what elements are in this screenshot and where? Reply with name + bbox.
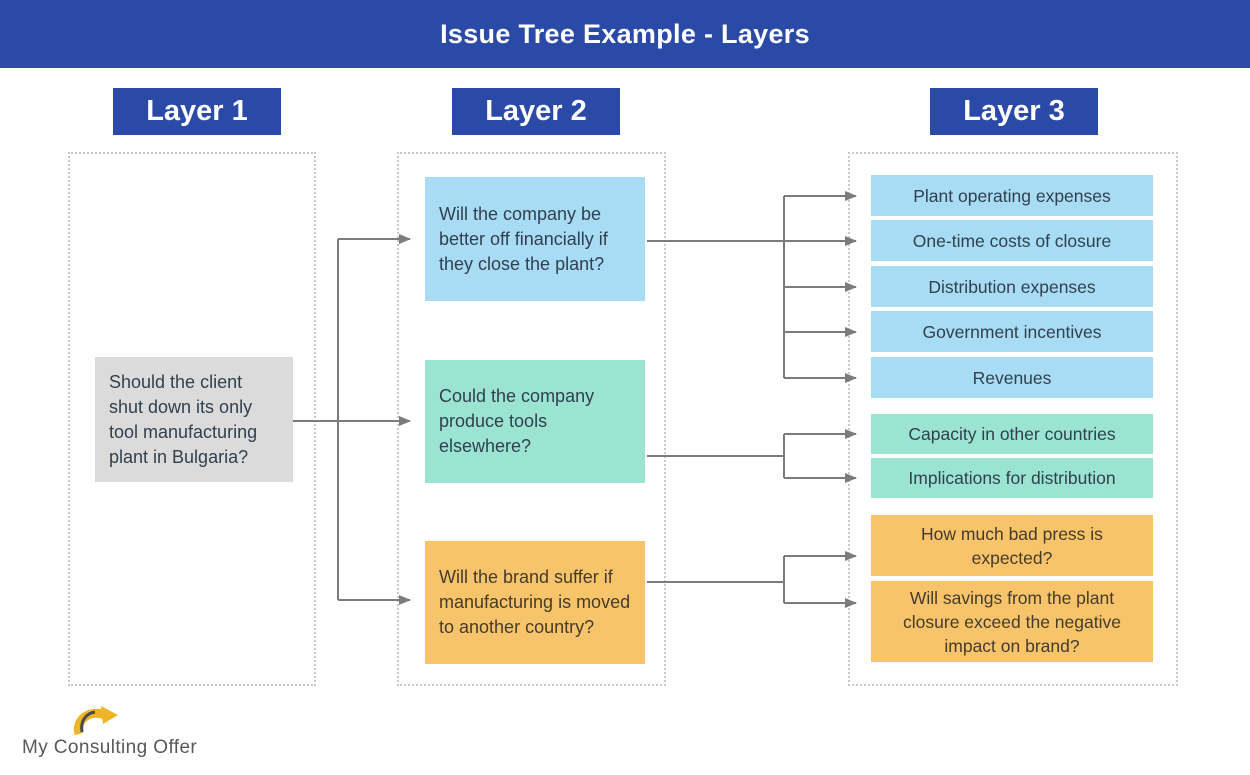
brand-name: My Consulting Offer	[22, 737, 198, 758]
layer-1-header: Layer 1	[113, 88, 281, 135]
title-banner: Issue Tree Example - Layers	[0, 0, 1250, 68]
layer-2-column	[397, 152, 666, 686]
root-question-box: Should the client shut down its only too…	[95, 357, 293, 482]
layer3-item-revenues: Revenues	[871, 357, 1153, 398]
layer3-item-bad-press: How much bad press is expected?	[871, 515, 1153, 576]
layer3-item-savings-vs-brand: Will savings from the plant closure exce…	[871, 581, 1153, 662]
layer3-item-one-time-costs: One-time costs of closure	[871, 220, 1153, 261]
layer2-production-question-box: Could the company produce tools elsewher…	[425, 360, 645, 483]
layer3-item-distribution-expenses: Distribution expenses	[871, 266, 1153, 307]
brand-arrow-icon	[73, 706, 118, 736]
layer-2-header: Layer 2	[452, 88, 620, 135]
layer3-item-plant-operating-expenses: Plant operating expenses	[871, 175, 1153, 216]
layer2-brand-question-box: Will the brand suffer if manufacturing i…	[425, 541, 645, 664]
page-title: Issue Tree Example - Layers	[440, 18, 810, 49]
layer3-item-government-incentives: Government incentives	[871, 311, 1153, 352]
layer2-financial-question-box: Will the company be better off financial…	[425, 177, 645, 301]
layer3-item-implications-distribution: Implications for distribution	[871, 458, 1153, 498]
layer-3-column	[848, 152, 1178, 686]
layer-1-column	[68, 152, 316, 686]
layer3-item-capacity-other-countries: Capacity in other countries	[871, 414, 1153, 454]
layer-3-header: Layer 3	[930, 88, 1098, 135]
